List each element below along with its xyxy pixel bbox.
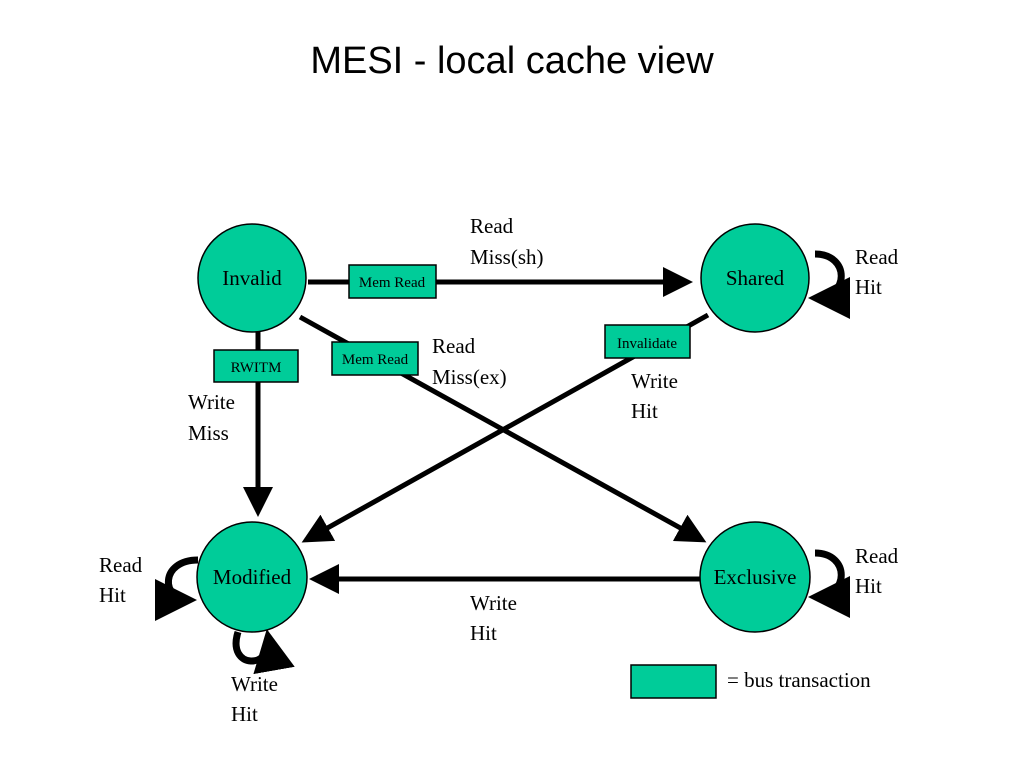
loop-modified-write-hit bbox=[232, 629, 295, 675]
label-read-miss-ex: Read Miss(ex) bbox=[432, 334, 507, 389]
loop-shared-read-hit bbox=[808, 250, 851, 319]
svg-text:Hit: Hit bbox=[99, 583, 126, 607]
state-shared: Shared bbox=[700, 223, 810, 333]
bus-box-mem-read-exclusive: Mem Read bbox=[331, 341, 419, 376]
svg-text:Miss(ex): Miss(ex) bbox=[432, 365, 507, 389]
slide-title: MESI - local cache view bbox=[310, 40, 714, 82]
svg-text:Miss(sh): Miss(sh) bbox=[470, 245, 544, 269]
label-read-miss-sh: Read Miss(sh) bbox=[470, 214, 544, 269]
state-modified: Modified bbox=[196, 521, 308, 633]
svg-text:Read: Read bbox=[432, 334, 476, 358]
svg-text:Read: Read bbox=[99, 553, 143, 577]
state-exclusive-label: Exclusive bbox=[714, 565, 797, 589]
label-exclusive-read-hit: Read Hit bbox=[855, 544, 899, 598]
loop-modified-read-hit bbox=[154, 556, 199, 621]
svg-text:Read: Read bbox=[855, 544, 899, 568]
state-exclusive: Exclusive bbox=[699, 521, 811, 633]
svg-text:Hit: Hit bbox=[855, 574, 882, 598]
svg-text:Mem Read: Mem Read bbox=[342, 352, 409, 368]
legend-text: = bus transaction bbox=[727, 668, 871, 692]
legend: = bus transaction bbox=[630, 664, 871, 699]
legend-swatch bbox=[630, 664, 717, 699]
state-shared-label: Shared bbox=[726, 266, 785, 290]
svg-text:Write: Write bbox=[631, 369, 678, 393]
label-modified-write-hit: Write Hit bbox=[231, 672, 278, 726]
loop-exclusive-read-hit bbox=[808, 549, 851, 618]
svg-text:Write: Write bbox=[470, 591, 517, 615]
label-exclusive-write-hit: Write Hit bbox=[470, 591, 517, 645]
state-invalid: Invalid bbox=[197, 223, 307, 333]
label-modified-read-hit: Read Hit bbox=[99, 553, 143, 607]
bus-box-invalidate: Invalidate bbox=[604, 324, 691, 359]
state-modified-label: Modified bbox=[213, 565, 292, 589]
svg-text:Hit: Hit bbox=[470, 621, 497, 645]
svg-text:Write: Write bbox=[188, 390, 235, 414]
label-shared-read-hit: Read Hit bbox=[855, 245, 899, 299]
svg-text:Read: Read bbox=[855, 245, 899, 269]
svg-text:Invalidate: Invalidate bbox=[617, 336, 677, 352]
bus-box-mem-read-shared: Mem Read bbox=[348, 264, 437, 299]
svg-text:Hit: Hit bbox=[631, 399, 658, 423]
svg-text:Write: Write bbox=[231, 672, 278, 696]
svg-text:Hit: Hit bbox=[231, 702, 258, 726]
svg-text:RWITM: RWITM bbox=[231, 360, 282, 376]
svg-text:Read: Read bbox=[470, 214, 514, 238]
svg-text:Miss: Miss bbox=[188, 421, 229, 445]
label-shared-write-hit: Write Hit bbox=[631, 369, 678, 423]
svg-text:Hit: Hit bbox=[855, 275, 882, 299]
state-invalid-label: Invalid bbox=[222, 266, 282, 290]
label-write-miss: Write Miss bbox=[188, 390, 235, 445]
bus-box-rwitm: RWITM bbox=[213, 349, 299, 383]
svg-text:Mem Read: Mem Read bbox=[359, 275, 426, 291]
